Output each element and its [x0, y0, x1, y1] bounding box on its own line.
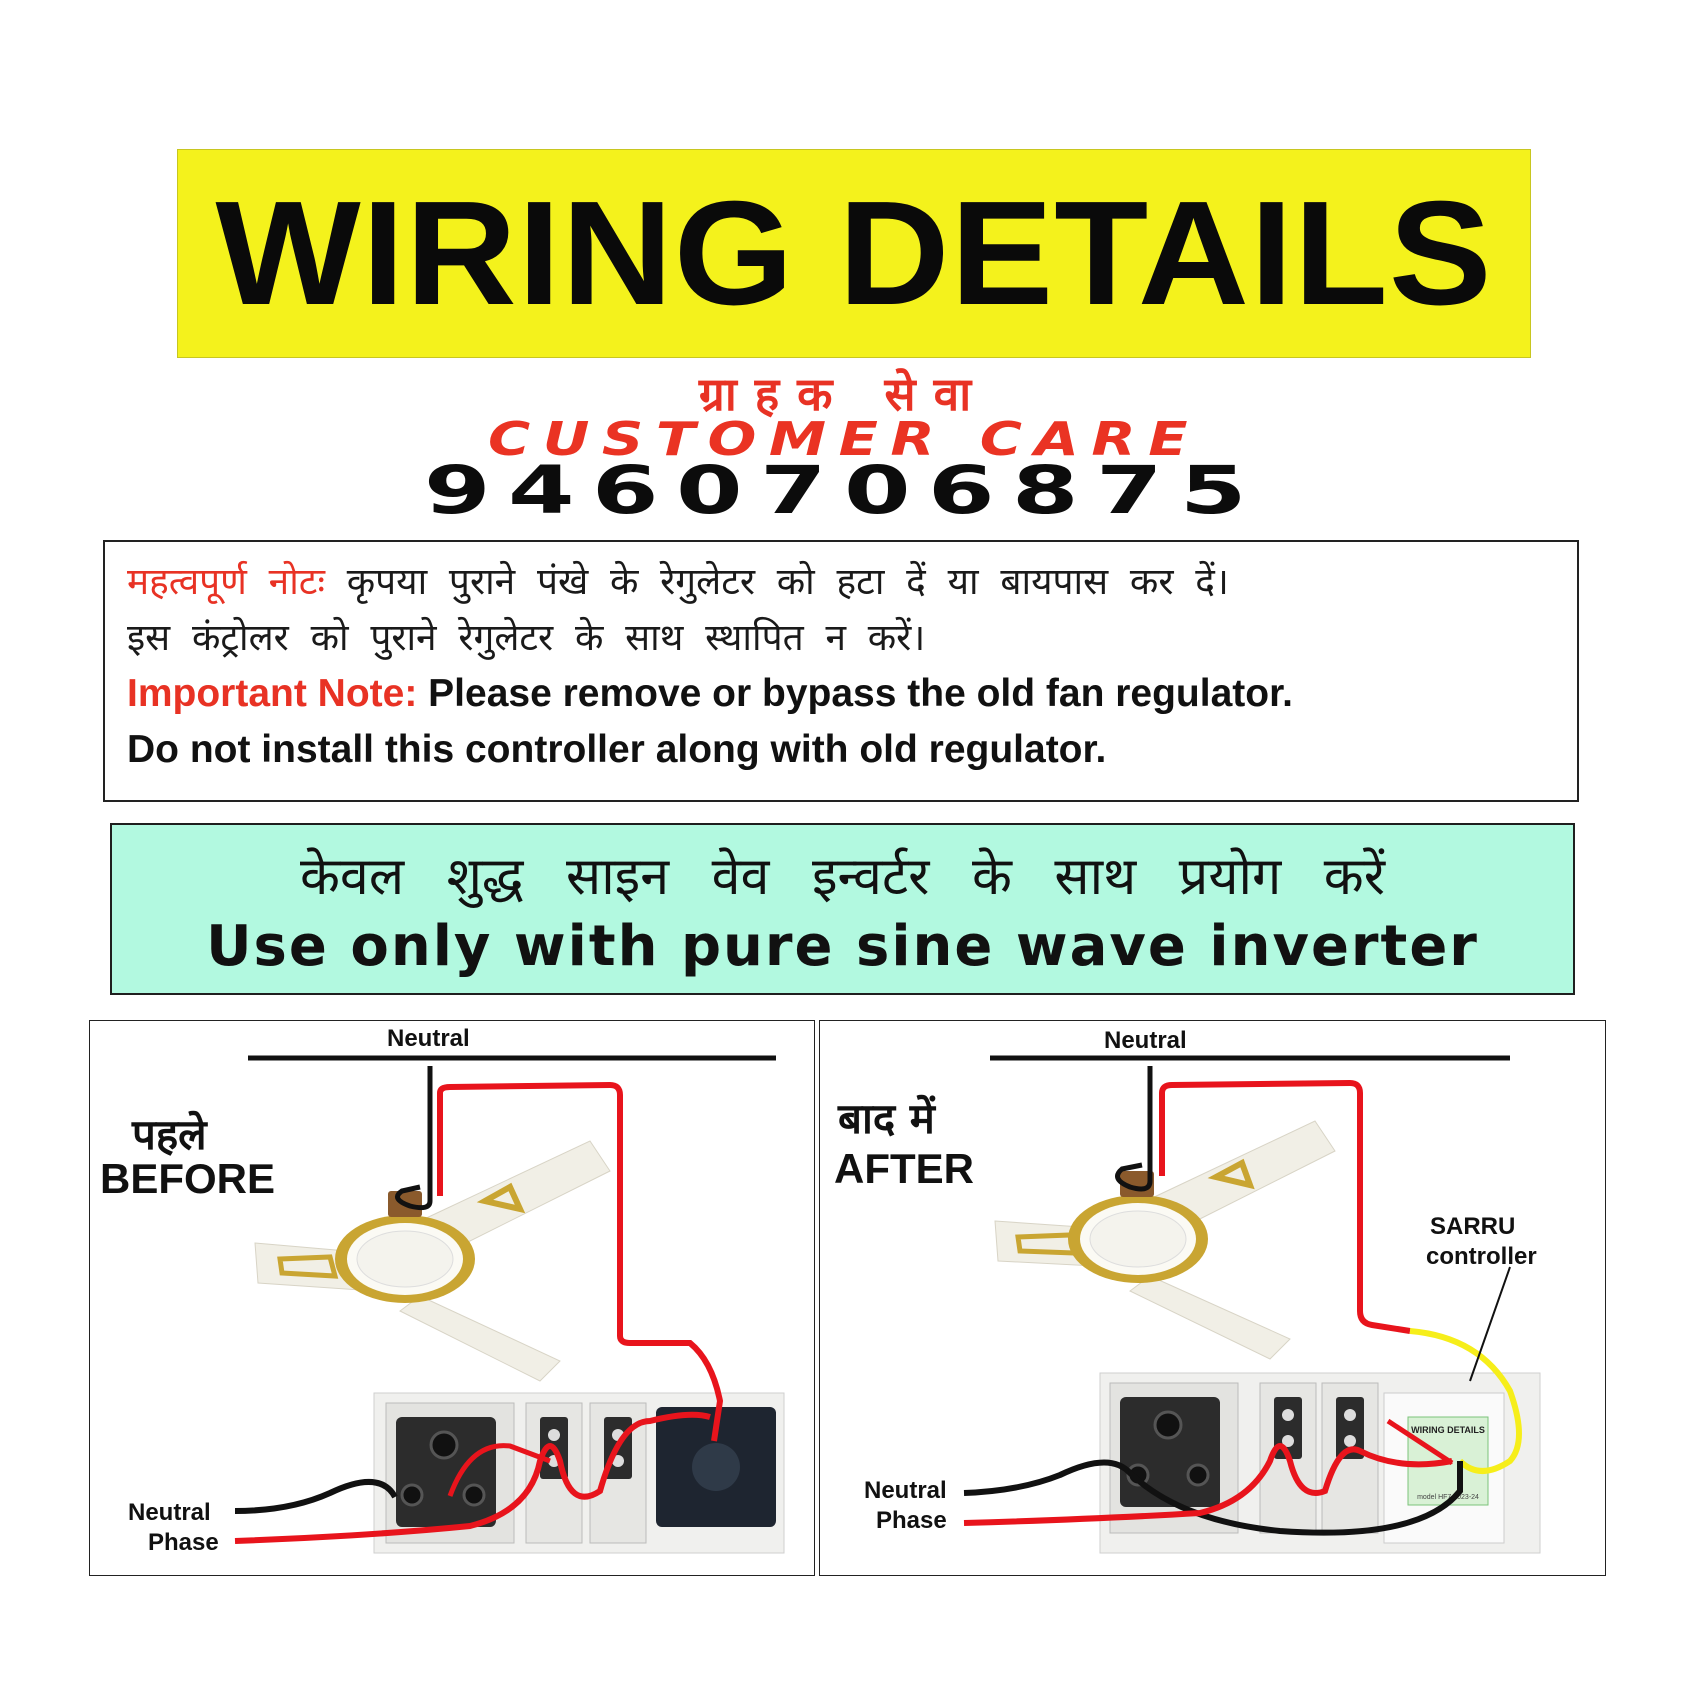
- controller-phase-wire: [1386, 1418, 1454, 1466]
- input-phase-wire: [234, 1411, 711, 1544]
- controller-output-wire: [1409, 1328, 1522, 1474]
- important-note-box: महत्वपूर्ण नोटः कृपया पुराने पंखे के रेग…: [103, 540, 1579, 802]
- note-hindi-text-1: कृपया पुराने पंखे के रेगुलेटर को हटा दें…: [346, 560, 1229, 603]
- after-neutral-label: Neutral: [864, 1477, 947, 1504]
- after-title-hindi: बाद में: [838, 1094, 935, 1143]
- before-phase-label: Phase: [148, 1529, 219, 1556]
- note-english-line-1: Important Note: Please remove or bypass …: [127, 666, 1577, 722]
- ceiling-fan-icon: [994, 1120, 1336, 1360]
- inverter-note-english: Use only with pure sine wave inverter: [206, 914, 1479, 979]
- title-banner: WIRING DETAILS: [177, 149, 1531, 358]
- ceiling-fan-icon: [254, 1140, 611, 1382]
- fan-phase-wire: [437, 1081, 724, 1442]
- page-title: WIRING DETAILS: [215, 170, 1493, 336]
- input-phase-wire: [963, 1443, 1453, 1526]
- fan-phase-wire: [1159, 1079, 1411, 1334]
- before-neutral-top-label: Neutral: [387, 1025, 470, 1052]
- before-neutral-label: Neutral: [128, 1499, 211, 1526]
- before-title-hindi: पहले: [132, 1110, 207, 1159]
- before-diagram: Neutral पहले BEFORE Neutral Phase: [89, 1020, 815, 1576]
- input-neutral-wire: [234, 1478, 398, 1514]
- customer-care-hindi: ग्राहक सेवा: [698, 367, 990, 421]
- inverter-note-hindi: केवल शुद्ध साइन वेव इन्वर्टर के साथ प्रय…: [299, 847, 1386, 907]
- note-hindi-line-2: इस कंट्रोलर को पुराने रेगुलेटर के साथ स्…: [127, 616, 926, 659]
- note-english-text-1: Please remove or bypass the old fan regu…: [428, 672, 1293, 715]
- after-wiring-svg: WIRING DETAILS model HF7 2023-24: [963, 1055, 1541, 1554]
- customer-care-number: 9460706875: [424, 452, 1264, 529]
- before-title: BEFORE: [100, 1155, 276, 1202]
- device-label: WIRING DETAILS: [1411, 1425, 1485, 1435]
- neutral-to-fan-wire: [1115, 1066, 1153, 1192]
- note-hindi-label: महत्वपूर्ण नोटः: [127, 560, 325, 603]
- before-wiring-svg: [234, 1055, 785, 1554]
- controller-label-line-2: controller: [1426, 1243, 1537, 1270]
- inverter-note-box: केवल शुद्ध साइन वेव इन्वर्टर के साथ प्रय…: [110, 823, 1575, 995]
- note-hindi-line-1: महत्वपूर्ण नोटः कृपया पुराने पंखे के रेग…: [127, 554, 1577, 610]
- after-phase-label: Phase: [876, 1507, 947, 1534]
- after-neutral-top-label: Neutral: [1104, 1027, 1187, 1054]
- after-diagram: WIRING DETAILS model HF7 2023-24 Neutral…: [819, 1020, 1606, 1576]
- socket-phase-wire: [447, 1443, 551, 1497]
- device-model: model HF7 2023-24: [1417, 1494, 1479, 1501]
- after-title: AFTER: [834, 1145, 974, 1192]
- neutral-to-fan-wire: [395, 1066, 433, 1211]
- controller-pointer-line: [1469, 1266, 1511, 1382]
- customer-care-label: CUSTOMER CARE: [488, 412, 1200, 466]
- note-english-label: Important Note:: [127, 672, 418, 715]
- controller-label-line-1: SARRU: [1430, 1213, 1516, 1240]
- switch-board-icon: WIRING DETAILS model HF7 2023-24: [1099, 1372, 1541, 1554]
- input-neutral-wire: [963, 1459, 1463, 1536]
- note-english-line-2: Do not install this controller along wit…: [127, 728, 1107, 771]
